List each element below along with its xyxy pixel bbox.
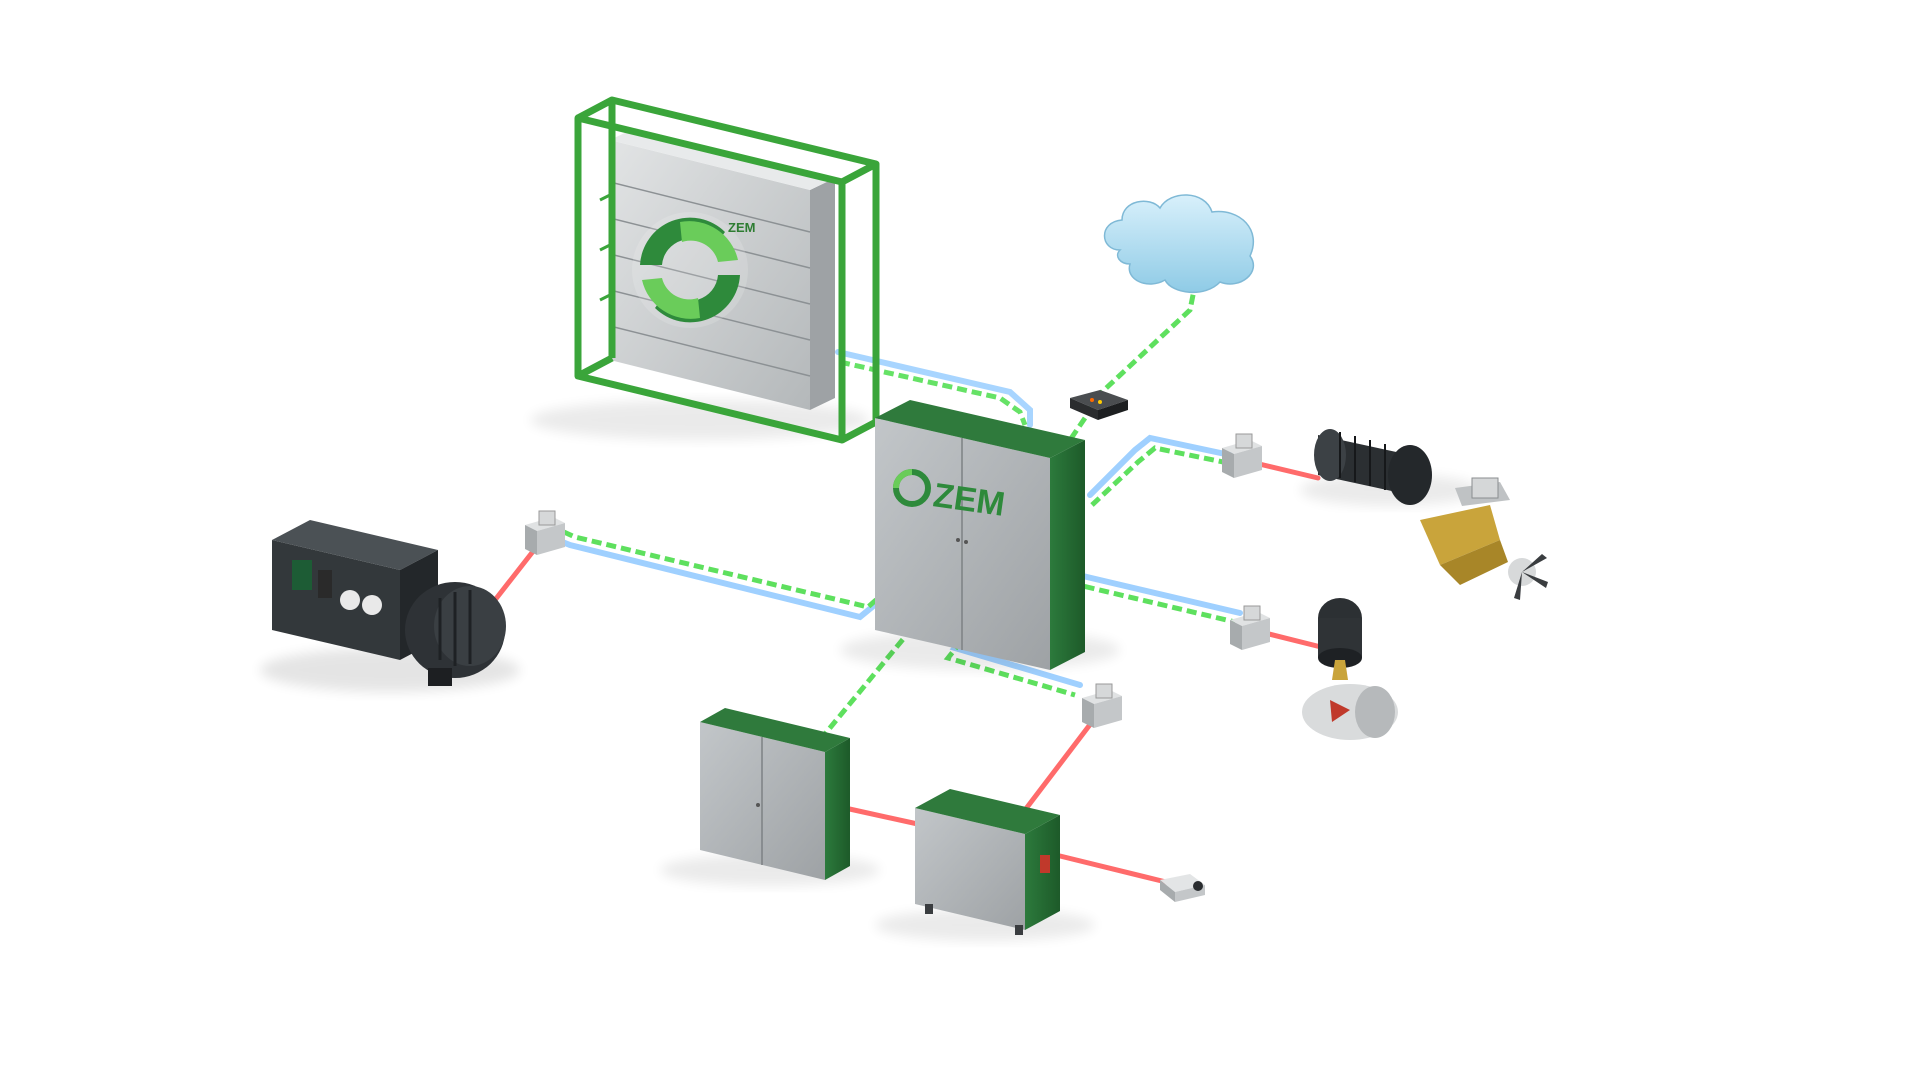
ac-cable-tunnel-thruster — [1262, 630, 1328, 651]
dc-cable-propulsion — [1087, 434, 1233, 498]
dc-cable-thruster — [1067, 570, 1243, 616]
propulsion-motor-icon[interactable] — [1300, 429, 1480, 506]
converter-box-icon[interactable] — [525, 510, 565, 555]
data-cable-cloud — [1086, 279, 1199, 407]
gateway-icon[interactable] — [1070, 390, 1128, 420]
battery-brand-text: ZEM — [728, 220, 755, 235]
shore-connection-icon[interactable] — [1160, 874, 1205, 902]
converter-box-icon[interactable] — [1222, 433, 1262, 478]
data-cable-thruster — [1069, 580, 1236, 625]
main-switchboard-icon[interactable]: ZEM — [840, 400, 1120, 670]
dc-cable-generator — [547, 534, 908, 621]
converter-box-icon[interactable] — [1230, 605, 1270, 650]
converter-box-icon[interactable] — [1082, 683, 1122, 728]
data-cable-gateway — [1067, 416, 1088, 442]
ac-cable-propulsion-motor — [1252, 460, 1321, 481]
ac-cable-generator — [492, 542, 541, 603]
data-cable-battery — [839, 359, 1028, 426]
data-cable-propulsion — [1090, 445, 1229, 507]
battery-rack-icon[interactable]: ZEM — [530, 96, 880, 444]
dc-cable-battery — [835, 349, 1033, 428]
battery-logo-icon — [632, 212, 748, 328]
cloud-icon[interactable] — [1103, 194, 1255, 294]
transformer-icon[interactable] — [875, 789, 1095, 941]
ac-cable-shore — [1057, 853, 1173, 886]
azimuth-thruster-icon[interactable] — [1420, 477, 1548, 600]
ac-cable-transformer — [1022, 715, 1098, 813]
distribution-cabinet-icon[interactable] — [660, 708, 880, 886]
diesel-generator-icon[interactable] — [260, 520, 520, 692]
tunnel-thruster-icon[interactable] — [1302, 598, 1398, 740]
zem-logo-icon — [893, 469, 931, 507]
data-cable-generator — [553, 525, 912, 610]
